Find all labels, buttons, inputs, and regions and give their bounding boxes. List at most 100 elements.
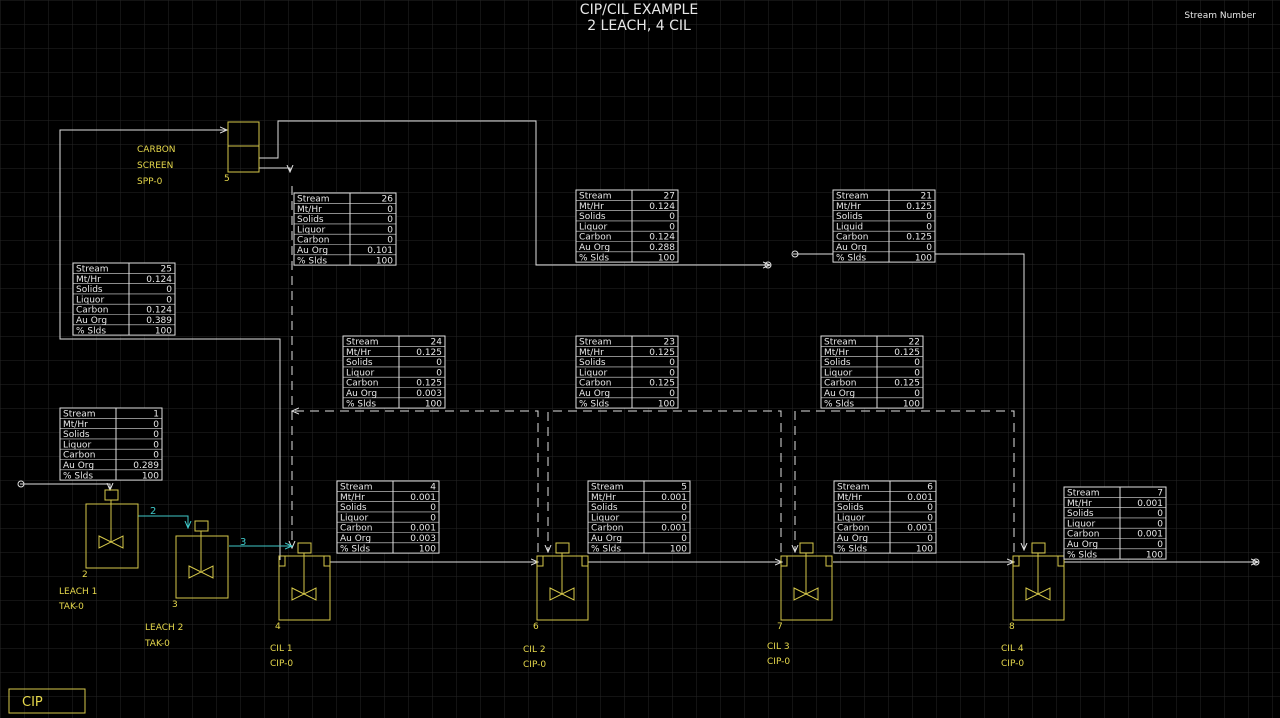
stream-table-frame (72, 262, 176, 336)
stream-table-label: Mt/Hr (340, 493, 365, 503)
stream-24-line[interactable] (292, 411, 539, 552)
mode-label: CIP (22, 695, 43, 710)
stream-table-value: 100 (1146, 550, 1163, 560)
stream-25-line[interactable] (59, 130, 281, 560)
mode-indicator[interactable]: CIP (8, 688, 86, 714)
stream-table-value: 0 (387, 225, 393, 235)
stream-table-label: Au Org (824, 389, 855, 399)
stream-table-label: Carbon (836, 233, 868, 243)
stream-table-label: Mt/Hr (824, 348, 849, 358)
stream-table-label: Au Org (76, 316, 107, 326)
cil-2-tank[interactable] (536, 542, 589, 621)
diagram-title-line2: 2 LEACH, 4 CIL (587, 18, 691, 34)
stream-table-value: 100 (670, 544, 687, 554)
stream-table-frame (587, 480, 691, 554)
stream-table-value: 0.001 (410, 524, 436, 534)
stream-table-label: Mt/Hr (1067, 499, 1092, 509)
leach-2-tank[interactable] (175, 520, 229, 599)
stream-table-label: Liquor (297, 225, 325, 235)
stream-table-value: 0 (914, 368, 920, 378)
cil-4-tank[interactable] (1012, 542, 1065, 621)
stream-table-value: 23 (664, 338, 675, 348)
stream-1-line[interactable] (20, 484, 110, 490)
stream-table-label: Mt/Hr (346, 348, 371, 358)
stream-table-value: 0.001 (907, 524, 933, 534)
stream-table-value: 0 (153, 420, 159, 430)
stream-table-label: Liquor (579, 222, 607, 232)
stream-table-value: 0 (153, 430, 159, 440)
screen-type: SPP-0 (137, 177, 163, 187)
stream-table-value: 0 (669, 389, 675, 399)
stream-table-value: 0.125 (894, 348, 920, 358)
stream-table-value: 0 (914, 389, 920, 399)
stream-table-value: 0.001 (907, 493, 933, 503)
stream-table-label: % Slds (836, 253, 866, 263)
stream-table-value: 5 (681, 483, 687, 493)
stream-table-label: Mt/Hr (579, 348, 604, 358)
stream-table-frame (833, 480, 937, 554)
stream-table-value: 0 (153, 440, 159, 450)
stream-table-label: % Slds (63, 471, 93, 481)
stream-table-value: 0 (927, 513, 933, 523)
screen-name: CARBON (137, 145, 176, 155)
feed-terminal (17, 480, 25, 488)
stream-table-value: 0.125 (649, 379, 675, 389)
stream-table-label: Au Org (346, 389, 377, 399)
stream-table-label: Mt/Hr (836, 202, 861, 212)
stream-table-label: Au Org (340, 534, 371, 544)
stream-23-line[interactable] (548, 410, 782, 552)
stream-table-value: 100 (658, 399, 675, 409)
stream-2-line[interactable] (138, 515, 188, 528)
stream-table-label: Stream (836, 192, 869, 202)
cil-3-tank[interactable] (780, 542, 833, 621)
stream-table-label: % Slds (76, 326, 106, 336)
stream-table-value: 0 (166, 285, 172, 295)
stream-table-label: Liquor (824, 368, 852, 378)
stream-table-value: 0.125 (894, 379, 920, 389)
stream-table-label: Mt/Hr (591, 493, 616, 503)
stream-table-label: Solids (340, 503, 367, 513)
stream-table-value: 0.001 (661, 493, 687, 503)
stream-table-label: % Slds (340, 544, 370, 554)
stream-table-label: Carbon (346, 379, 378, 389)
stream-table-value: 0.124 (146, 306, 172, 316)
stream-table-label: Solids (346, 358, 373, 368)
stream-table-label: Liquor (591, 513, 619, 523)
cil-1-tank[interactable] (278, 542, 331, 621)
mode-box[interactable] (8, 688, 86, 714)
stream-table-value: 1 (153, 410, 159, 420)
stream-table-label: Carbon (824, 379, 856, 389)
stream-table-value: 0 (669, 212, 675, 222)
stream-table-label: Stream (591, 483, 624, 493)
stream-table-value: 0 (926, 222, 932, 232)
stream-table-value: 0 (153, 451, 159, 461)
carbon-screen-unit[interactable] (227, 121, 260, 173)
stream-table-frame (575, 335, 679, 409)
stream-27-line[interactable] (259, 120, 770, 265)
stream-table-value: 0.001 (1137, 530, 1163, 540)
stream-26-line[interactable] (259, 168, 290, 172)
stream-table-label: Solids (579, 212, 606, 222)
stream-table-value: 100 (915, 253, 932, 263)
stream-table-label: Solids (837, 503, 864, 513)
stream-table-label: Liquor (340, 513, 368, 523)
stream-table-label: Solids (297, 215, 324, 225)
stream-table-label: Au Org (63, 461, 94, 471)
stream-table-value: 0 (387, 215, 393, 225)
leach-1-type: TAK-0 (58, 602, 84, 612)
stream-table-value: 0 (166, 295, 172, 305)
leach-1-tank[interactable] (85, 489, 139, 569)
